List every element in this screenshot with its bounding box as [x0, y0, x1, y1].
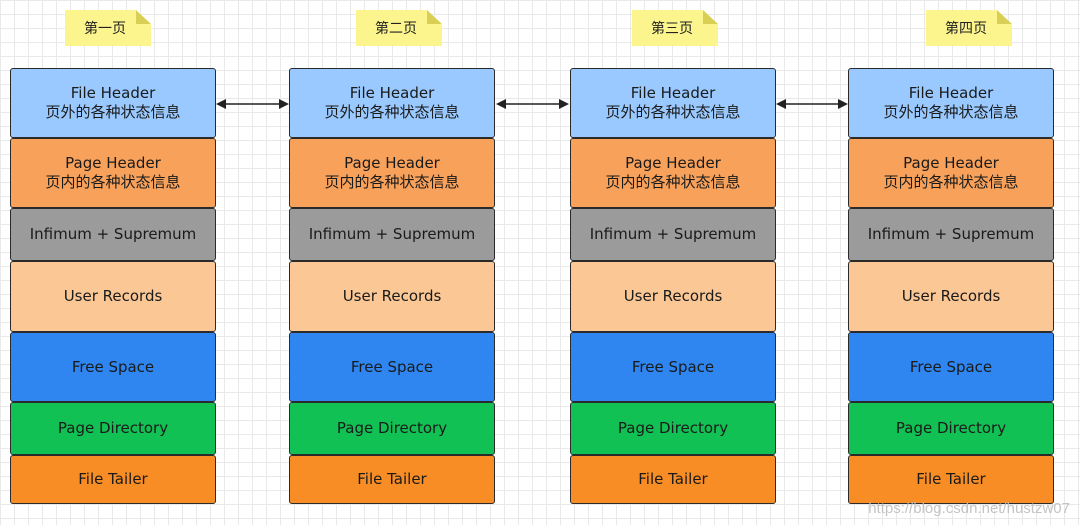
- file-header-block: File Header 页外的各种状态信息: [10, 68, 216, 138]
- double-arrow-icon: [776, 99, 848, 109]
- block-label: File Header: [349, 84, 435, 102]
- note-fold-corner: [136, 10, 151, 24]
- block-label: Page Directory: [895, 419, 1007, 437]
- page-column-2: File Header 页外的各种状态信息 Page Header 页内的各种状…: [289, 68, 495, 504]
- infimum-supremum-block: Infimum + Supremum: [848, 208, 1054, 261]
- page-label: 第三页: [651, 21, 693, 37]
- file-header-block: File Header 页外的各种状态信息: [848, 68, 1054, 138]
- page-label: 第一页: [84, 21, 126, 37]
- block-label: Page Header: [344, 154, 440, 172]
- page-header-block: Page Header 页内的各种状态信息: [10, 138, 216, 208]
- block-sublabel: 页外的各种状态信息: [45, 103, 181, 121]
- page-directory-block: Page Directory: [570, 402, 776, 455]
- page-column-1: File Header 页外的各种状态信息 Page Header 页内的各种状…: [10, 68, 216, 504]
- page-directory-block: Page Directory: [289, 402, 495, 455]
- page-label-note: 第四页: [926, 10, 1012, 46]
- block-sublabel: 页内的各种状态信息: [324, 173, 460, 191]
- page-column-4: File Header 页外的各种状态信息 Page Header 页内的各种状…: [848, 68, 1054, 504]
- note-fold-corner: [427, 10, 442, 24]
- file-tailer-block: File Tailer: [570, 455, 776, 504]
- block-label: File Header: [630, 84, 716, 102]
- free-space-block: Free Space: [289, 332, 495, 402]
- page-header-block: Page Header 页内的各种状态信息: [570, 138, 776, 208]
- block-sublabel: 页内的各种状态信息: [883, 173, 1019, 191]
- page-header-block: Page Header 页内的各种状态信息: [289, 138, 495, 208]
- block-label: File Header: [908, 84, 994, 102]
- page-label: 第四页: [945, 21, 987, 37]
- file-header-block: File Header 页外的各种状态信息: [289, 68, 495, 138]
- block-label: User Records: [342, 287, 442, 305]
- double-arrow-icon: [216, 99, 289, 109]
- block-label: Page Directory: [57, 419, 169, 437]
- free-space-block: Free Space: [10, 332, 216, 402]
- block-label: User Records: [623, 287, 723, 305]
- page-label: 第二页: [375, 21, 417, 37]
- block-label: Free Space: [71, 357, 155, 376]
- infimum-supremum-block: Infimum + Supremum: [10, 208, 216, 261]
- page-label-note: 第一页: [65, 10, 151, 46]
- block-label: Infimum + Supremum: [308, 225, 476, 243]
- block-label: Page Header: [65, 154, 161, 172]
- page-directory-block: Page Directory: [848, 402, 1054, 455]
- watermark-text: https://blog.csdn.net/hustzw07: [868, 500, 1070, 517]
- note-fold-corner: [703, 10, 718, 24]
- block-label: File Tailer: [638, 470, 708, 488]
- page-label-note: 第二页: [356, 10, 442, 46]
- user-records-block: User Records: [848, 261, 1054, 332]
- block-label: File Tailer: [916, 470, 986, 488]
- file-header-block: File Header 页外的各种状态信息: [570, 68, 776, 138]
- block-sublabel: 页外的各种状态信息: [605, 103, 741, 121]
- block-label: Free Space: [631, 357, 715, 376]
- block-label: Infimum + Supremum: [867, 225, 1035, 243]
- page-column-3: File Header 页外的各种状态信息 Page Header 页内的各种状…: [570, 68, 776, 504]
- block-label: Free Space: [350, 357, 434, 376]
- infimum-supremum-block: Infimum + Supremum: [570, 208, 776, 261]
- note-fold-corner: [997, 10, 1012, 24]
- block-label: Page Header: [625, 154, 721, 172]
- block-label: Page Directory: [336, 419, 448, 437]
- user-records-block: User Records: [289, 261, 495, 332]
- page-directory-block: Page Directory: [10, 402, 216, 455]
- infimum-supremum-block: Infimum + Supremum: [289, 208, 495, 261]
- file-tailer-block: File Tailer: [10, 455, 216, 504]
- block-label: Page Directory: [617, 419, 729, 437]
- free-space-block: Free Space: [570, 332, 776, 402]
- double-arrow-icon: [496, 99, 569, 109]
- block-sublabel: 页外的各种状态信息: [883, 103, 1019, 121]
- block-label: File Header: [70, 84, 156, 102]
- file-tailer-block: File Tailer: [848, 455, 1054, 504]
- page-header-block: Page Header 页内的各种状态信息: [848, 138, 1054, 208]
- block-label: Infimum + Supremum: [29, 225, 197, 243]
- block-label: Infimum + Supremum: [589, 225, 757, 243]
- user-records-block: User Records: [10, 261, 216, 332]
- block-sublabel: 页外的各种状态信息: [324, 103, 460, 121]
- block-label: File Tailer: [78, 470, 148, 488]
- block-label: User Records: [63, 287, 163, 305]
- block-label: User Records: [901, 287, 1001, 305]
- user-records-block: User Records: [570, 261, 776, 332]
- page-label-note: 第三页: [632, 10, 718, 46]
- block-label: File Tailer: [357, 470, 427, 488]
- block-label: Free Space: [909, 357, 993, 376]
- block-label: Page Header: [903, 154, 999, 172]
- file-tailer-block: File Tailer: [289, 455, 495, 504]
- block-sublabel: 页内的各种状态信息: [605, 173, 741, 191]
- free-space-block: Free Space: [848, 332, 1054, 402]
- block-sublabel: 页内的各种状态信息: [45, 173, 181, 191]
